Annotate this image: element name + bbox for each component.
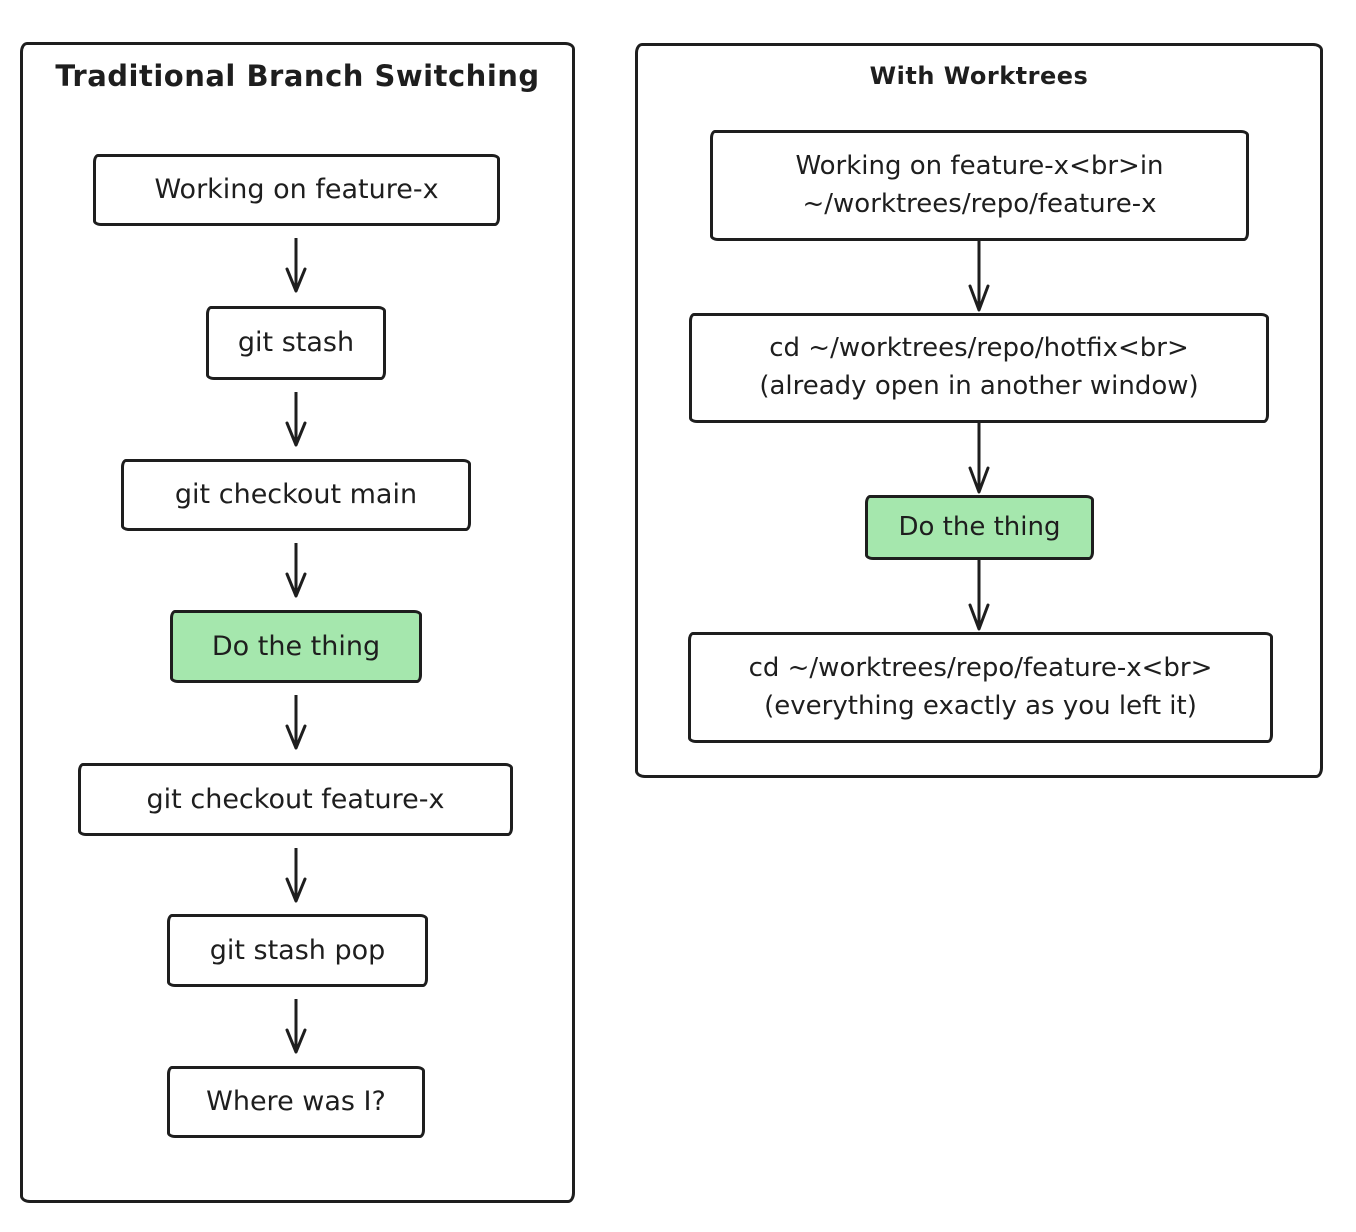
flow-node-label: Do the thing <box>898 511 1061 542</box>
flow-node-line: cd ~/worktrees/repo/feature-x<br> <box>748 652 1213 683</box>
flow-node-line: (everything exactly as you left it) <box>764 690 1197 721</box>
flow-node-do-the-thing: Do the thing <box>865 495 1094 560</box>
flow-node-where-was-i: Where was I? <box>167 1066 425 1138</box>
panel-title: Traditional Branch Switching <box>55 59 540 93</box>
arrow-down-icon <box>965 560 993 632</box>
flow-node-working-on-feature-x-worktree: Working on feature-x<br>in ~/worktrees/r… <box>710 130 1249 241</box>
flow-node-label: Where was I? <box>206 1086 386 1118</box>
panel-with-worktrees: With Worktrees Working on feature-x<br>i… <box>635 43 1323 778</box>
flow-node-git-stash-pop: git stash pop <box>167 914 428 987</box>
arrow-down-icon <box>282 543 310 599</box>
arrow-down-icon <box>965 423 993 495</box>
flow-node-line: Working on feature-x<br>in <box>795 150 1164 181</box>
flow-node-label: git stash <box>237 327 355 359</box>
flow-node-cd-feature-x: cd ~/worktrees/repo/feature-x<br> (every… <box>688 632 1273 743</box>
flow-node-line: ~/worktrees/repo/feature-x <box>802 188 1157 219</box>
flow-node-cd-hotfix: cd ~/worktrees/repo/hotfix<br> (already … <box>689 313 1269 423</box>
flow-node-line: cd ~/worktrees/repo/hotfix<br> <box>769 333 1189 364</box>
panel-traditional-branch-switching: Traditional Branch Switching Working on … <box>20 42 575 1203</box>
flow-node-label: Do the thing <box>211 630 381 662</box>
flow-node-do-the-thing: Do the thing <box>170 610 422 683</box>
arrow-down-icon <box>965 241 993 313</box>
arrow-down-icon <box>282 999 310 1055</box>
arrow-down-icon <box>282 848 310 904</box>
flow-node-working-on-feature-x: Working on feature-x <box>93 154 500 226</box>
flow-node-line: (already open in another window) <box>759 371 1199 401</box>
flow-node-label: git stash pop <box>209 934 386 966</box>
flow-node-label: git checkout main <box>174 479 418 511</box>
flow-node-git-checkout-feature-x: git checkout feature-x <box>78 763 513 836</box>
flow-node-label: git checkout feature-x <box>146 783 445 815</box>
arrow-down-icon <box>282 238 310 294</box>
flow-node-git-stash: git stash <box>206 306 386 380</box>
arrow-down-icon <box>282 392 310 448</box>
panel-title: With Worktrees <box>869 62 1089 90</box>
arrow-down-icon <box>282 695 310 751</box>
flow-node-git-checkout-main: git checkout main <box>121 459 471 531</box>
flow-node-label: Working on feature-x <box>154 174 439 206</box>
